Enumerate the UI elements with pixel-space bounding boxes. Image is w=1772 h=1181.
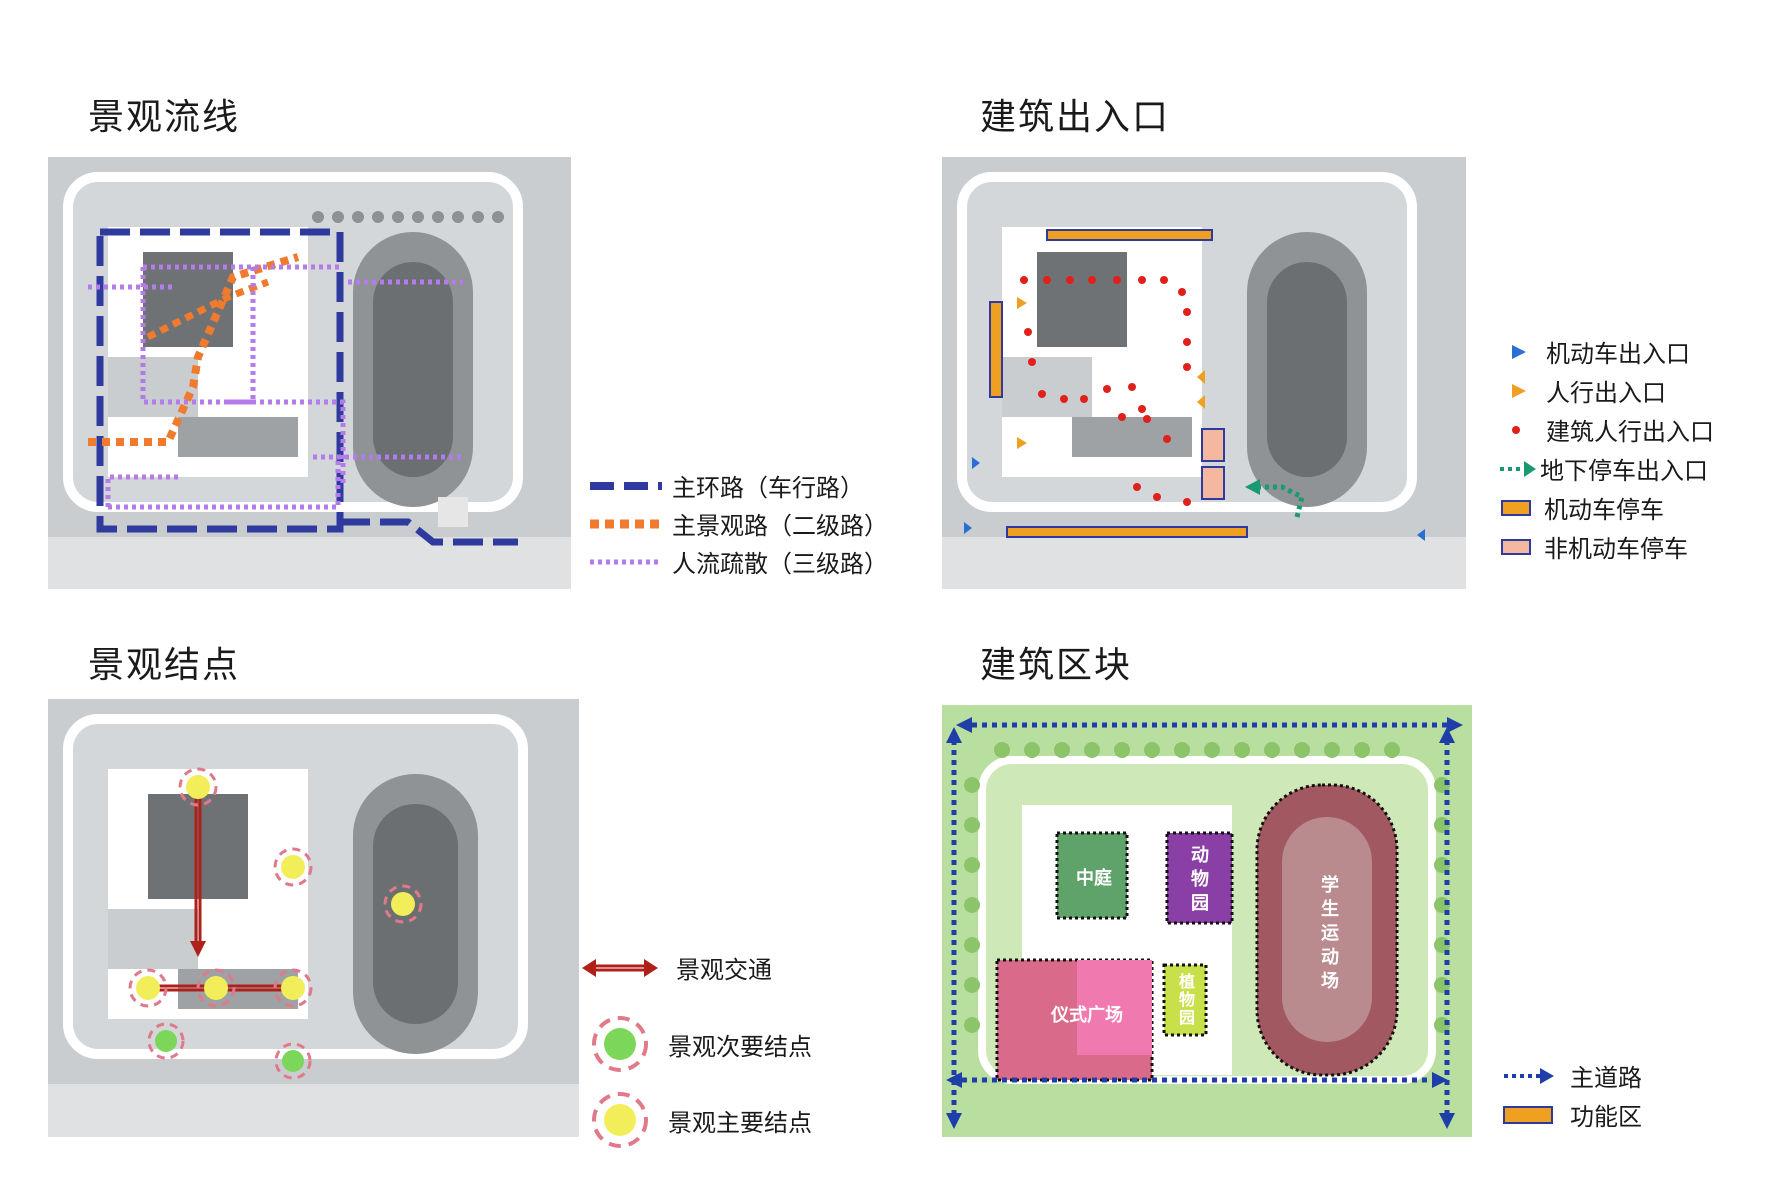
site-plan-drawing xyxy=(48,699,579,1137)
dotted-arrow-icon xyxy=(1500,460,1536,477)
legend-item-building-pedestrian: 建筑人行出入口 xyxy=(1506,412,1714,447)
legend-item-landscape-traffic: 景观交通 xyxy=(580,950,772,985)
pink-box-icon xyxy=(1501,538,1531,555)
legend-item-pedestrian-entrance: 人行出入口 xyxy=(1506,373,1666,408)
secondary-landscape-nodes xyxy=(147,1022,312,1080)
legend-label: 机动车停车 xyxy=(1544,496,1664,524)
legend-item-functional-zone: 功能区 xyxy=(1502,1097,1642,1132)
building-entrance-dots xyxy=(1020,276,1191,506)
legend-label: 主环路（车行路） xyxy=(672,474,864,502)
legend-label: 景观交通 xyxy=(676,956,772,984)
yellow-node-icon xyxy=(592,1092,648,1148)
legend-label: 建筑人行出入口 xyxy=(1546,418,1714,446)
zone-label-sports: 学生运动场 xyxy=(1318,875,1339,995)
main-landscape-nodes xyxy=(128,767,423,1008)
legend-label: 景观主要结点 xyxy=(668,1108,812,1137)
legend-item-evacuation: 人流疏散（三级路） xyxy=(590,544,888,579)
site-plan-landscape-nodes xyxy=(48,699,579,1137)
legend-item-vehicle-parking: 机动车停车 xyxy=(1500,490,1664,525)
legend-item-secondary-node: 景观次要结点 xyxy=(588,1012,812,1076)
zone-label-ceremony: 仪式广场 xyxy=(1051,1005,1123,1026)
long-dash-line-icon xyxy=(590,481,662,490)
legend-item-vehicle-entrance: 机动车出入口 xyxy=(1506,334,1690,369)
legend-item-main-node: 景观主要结点 xyxy=(588,1088,812,1152)
site-plan-landscape-flow xyxy=(48,157,571,589)
title-building-entrances: 建筑出入口 xyxy=(980,97,1171,138)
legend-label: 景观次要结点 xyxy=(668,1032,812,1061)
legend-label: 人流疏散（三级路） xyxy=(672,550,888,578)
green-node-icon xyxy=(592,1016,648,1072)
dotted-arrow-icon xyxy=(1504,1067,1554,1084)
legend-item-main-landscape: 主景观路（二级路） xyxy=(590,506,888,541)
legend-label: 机动车出入口 xyxy=(1546,340,1690,368)
title-landscape-nodes: 景观结点 xyxy=(88,645,241,686)
title-landscape-flow: 景观流线 xyxy=(88,97,241,138)
zone-label-botanical: 植物园 xyxy=(1176,973,1195,1027)
main-road-dotted xyxy=(951,722,1450,1120)
tree-rows xyxy=(964,742,1450,1033)
legend-label: 非机动车停车 xyxy=(1544,535,1688,563)
dotted-line-icon xyxy=(590,559,662,564)
orange-box-icon xyxy=(1503,1105,1553,1124)
site-plan-drawing xyxy=(942,157,1466,589)
zone-label-courtyard: 中庭 xyxy=(1076,868,1112,889)
legend-item-main-loop: 主环路（车行路） xyxy=(590,468,864,503)
legend-label: 地下停车出入口 xyxy=(1540,457,1708,485)
legend-item-main-road: 主道路 xyxy=(1502,1058,1642,1093)
zone-label-zoo: 动物园 xyxy=(1188,845,1209,917)
site-plan-drawing xyxy=(942,705,1472,1137)
square-dash-line-icon xyxy=(590,519,662,528)
legend-label: 主景观路（二级路） xyxy=(672,512,888,540)
legend-label: 人行出入口 xyxy=(1546,379,1666,407)
site-plan-drawing xyxy=(48,157,571,589)
orange-triangle-icon xyxy=(1512,383,1526,398)
title-building-blocks: 建筑区块 xyxy=(980,645,1133,686)
legend-item-bike-parking: 非机动车停车 xyxy=(1500,529,1688,564)
site-plan-building-entrances xyxy=(942,157,1466,589)
red-dot-icon xyxy=(1512,425,1520,434)
legend-label: 功能区 xyxy=(1570,1103,1642,1131)
site-plan-building-blocks: 中庭 动物园 植物园 仪式广场 学生运动场 xyxy=(942,705,1472,1137)
legend-item-underground-parking: 地下停车出入口 xyxy=(1498,451,1708,486)
double-arrow-icon xyxy=(582,958,658,977)
blue-triangle-icon xyxy=(1512,344,1526,359)
orange-box-icon xyxy=(1501,499,1531,516)
tree-row xyxy=(312,211,504,223)
legend-label: 主道路 xyxy=(1570,1064,1642,1092)
